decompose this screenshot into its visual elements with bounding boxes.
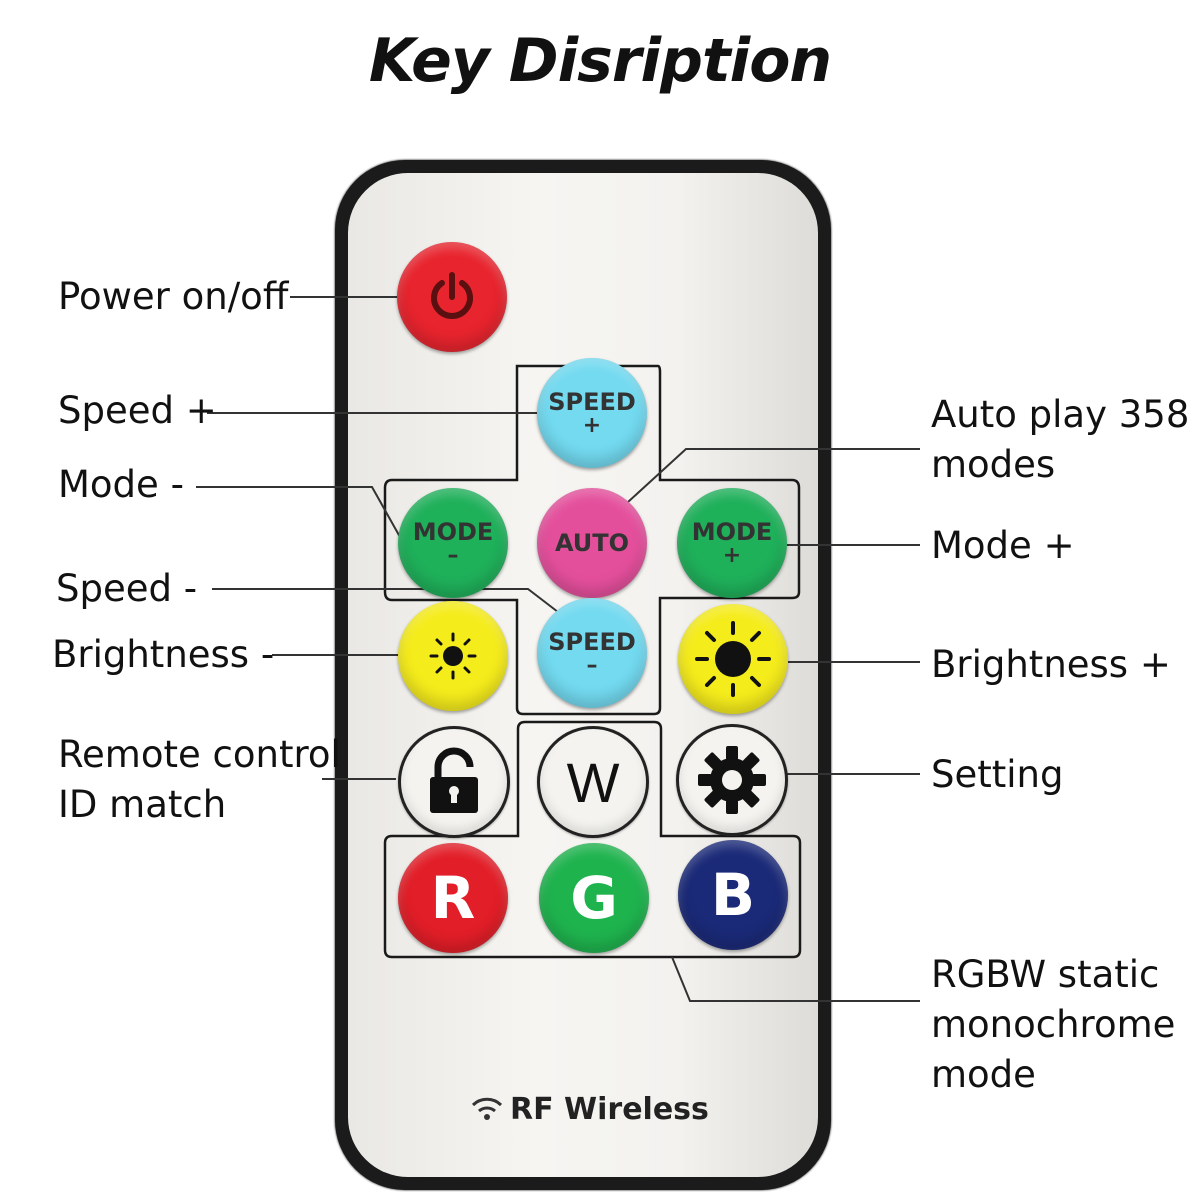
mode-minus-sign: – xyxy=(447,543,459,568)
speed-plus-label: SPEED xyxy=(548,388,636,416)
sun-small-icon xyxy=(429,632,477,680)
leader-speed-minus xyxy=(212,588,559,613)
setting-button[interactable] xyxy=(676,724,788,836)
label-brightness-minus: Brightness - xyxy=(52,633,275,676)
sun-large-icon xyxy=(695,621,771,697)
rf-wireless-label: RF Wireless xyxy=(510,1092,709,1127)
speed-minus-button[interactable]: SPEED – xyxy=(537,598,647,708)
r-label: R xyxy=(430,864,476,932)
g-button[interactable]: G xyxy=(539,843,649,953)
power-icon xyxy=(431,272,473,319)
speed-plus-sign: + xyxy=(582,413,602,438)
label-setting: Setting xyxy=(931,753,1064,796)
leader-rgbw xyxy=(671,956,920,1002)
brightness-plus-button[interactable] xyxy=(678,604,788,714)
label-mode-plus: Mode + xyxy=(931,524,1075,567)
mode-plus-label: MODE xyxy=(691,518,773,546)
auto-label: AUTO xyxy=(554,529,630,557)
mode-plus-sign: + xyxy=(722,543,742,568)
cross-group-outline xyxy=(383,364,801,716)
g-label: G xyxy=(570,864,618,932)
rf-wireless-text: RF Wireless xyxy=(470,1092,709,1127)
rgb-group-outline xyxy=(383,720,802,959)
gear-icon xyxy=(698,746,766,814)
speed-plus-button[interactable]: SPEED + xyxy=(537,358,647,468)
lock-icon xyxy=(430,747,478,813)
brightness-minus-button[interactable] xyxy=(398,601,508,711)
page-title: Key Disription xyxy=(368,26,832,96)
leader-auto xyxy=(627,448,920,503)
wifi-icon xyxy=(471,1097,503,1120)
mode-plus-button[interactable]: MODE + xyxy=(677,488,787,598)
w-button[interactable]: W xyxy=(537,726,649,838)
leader-mode-minus xyxy=(196,486,401,538)
mode-minus-button[interactable]: MODE – xyxy=(398,488,508,598)
label-auto-line1: Auto play 358 xyxy=(931,393,1190,436)
label-rgbw-line3: mode xyxy=(931,1053,1036,1096)
label-mode-minus: Mode - xyxy=(58,463,184,506)
power-button[interactable] xyxy=(397,242,507,352)
label-speed-plus: Speed + xyxy=(58,389,217,432)
r-button[interactable]: R xyxy=(398,843,508,953)
label-remote-id-line1: Remote control xyxy=(58,733,341,776)
w-label: W xyxy=(566,750,620,814)
b-label: B xyxy=(710,861,756,929)
b-button[interactable]: B xyxy=(678,840,788,950)
remote-id-match-button[interactable] xyxy=(398,726,510,838)
speed-minus-sign: – xyxy=(586,653,598,678)
label-remote-id-line2: ID match xyxy=(58,783,227,826)
label-brightness-plus: Brightness + xyxy=(931,643,1171,686)
label-speed-minus: Speed - xyxy=(56,567,198,610)
label-auto-line2: modes xyxy=(931,443,1056,486)
mode-minus-label: MODE xyxy=(412,518,494,546)
label-power: Power on/off xyxy=(58,275,289,318)
label-rgbw-line2: monochrome xyxy=(931,1003,1176,1046)
speed-minus-label: SPEED xyxy=(548,628,636,656)
label-rgbw-line1: RGBW static xyxy=(931,953,1160,996)
auto-button[interactable]: AUTO xyxy=(537,488,647,598)
